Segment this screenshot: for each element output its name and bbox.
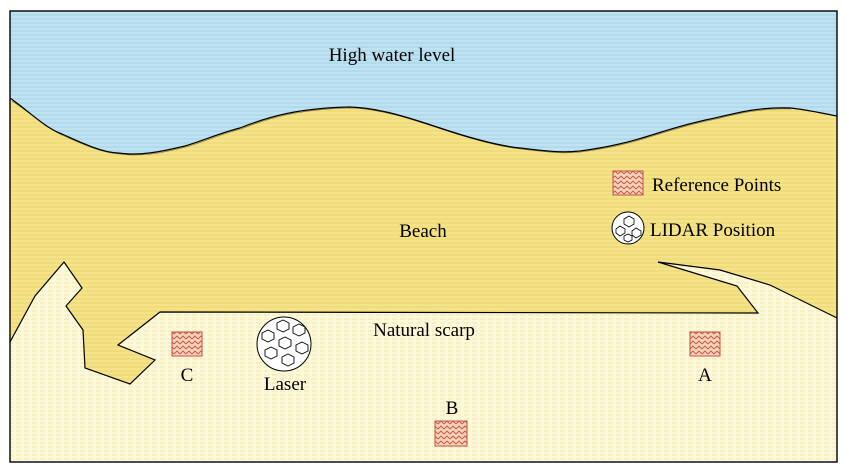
laser-label: Laser (264, 374, 307, 395)
reference-marker-a (689, 331, 721, 357)
laser-icon (256, 316, 312, 372)
reference-point-c: C (171, 331, 203, 386)
legend-lidar-position: LIDAR Position (650, 220, 776, 241)
shoreline (10, 97, 837, 155)
scarp-edge (10, 261, 837, 385)
reference-point-legend-icon (612, 170, 644, 196)
lidar-legend-icon (611, 211, 645, 245)
scarp-label: Natural scarp (373, 320, 475, 341)
reference-marker-c (171, 331, 203, 357)
laser-position: Laser (256, 316, 312, 395)
reference-label-b: B (446, 398, 459, 419)
scarp-area (10, 262, 837, 462)
reference-label-a: A (698, 365, 712, 386)
reference-marker-b (434, 420, 468, 447)
legend: Reference Points LIDAR Position (611, 170, 781, 245)
reference-label-c: C (181, 365, 194, 386)
beach-label: Beach (399, 221, 447, 242)
water-label: High water level (329, 45, 456, 66)
frame (9, 10, 838, 463)
reference-point-a: A (689, 331, 721, 386)
reference-point-b: B (434, 398, 468, 447)
legend-reference-points: Reference Points (652, 175, 781, 196)
